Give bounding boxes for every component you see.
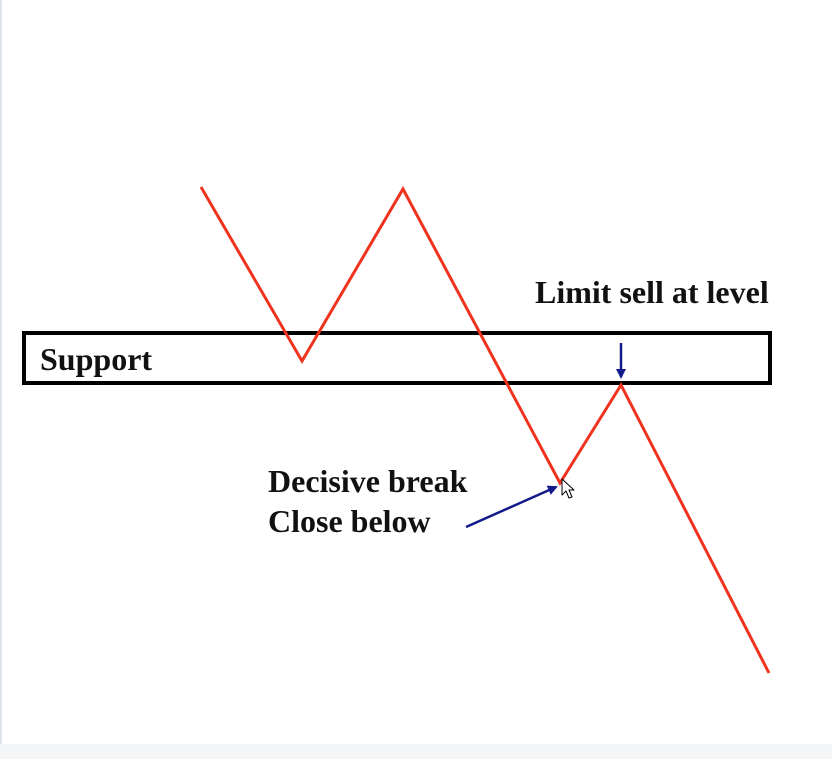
support-label: Support bbox=[40, 341, 152, 377]
support-zone bbox=[22, 331, 772, 385]
limit-sell-label: Limit sell at level bbox=[535, 274, 769, 310]
decisive-break-label: Decisive break bbox=[268, 463, 468, 499]
close-below-arrow bbox=[465, 485, 558, 529]
price-line bbox=[199, 185, 771, 674]
mouse-pointer-icon bbox=[561, 478, 575, 499]
window-bottom-strip bbox=[0, 744, 832, 759]
close-below-label: Close below bbox=[268, 503, 431, 539]
window-left-border bbox=[0, 0, 2, 759]
